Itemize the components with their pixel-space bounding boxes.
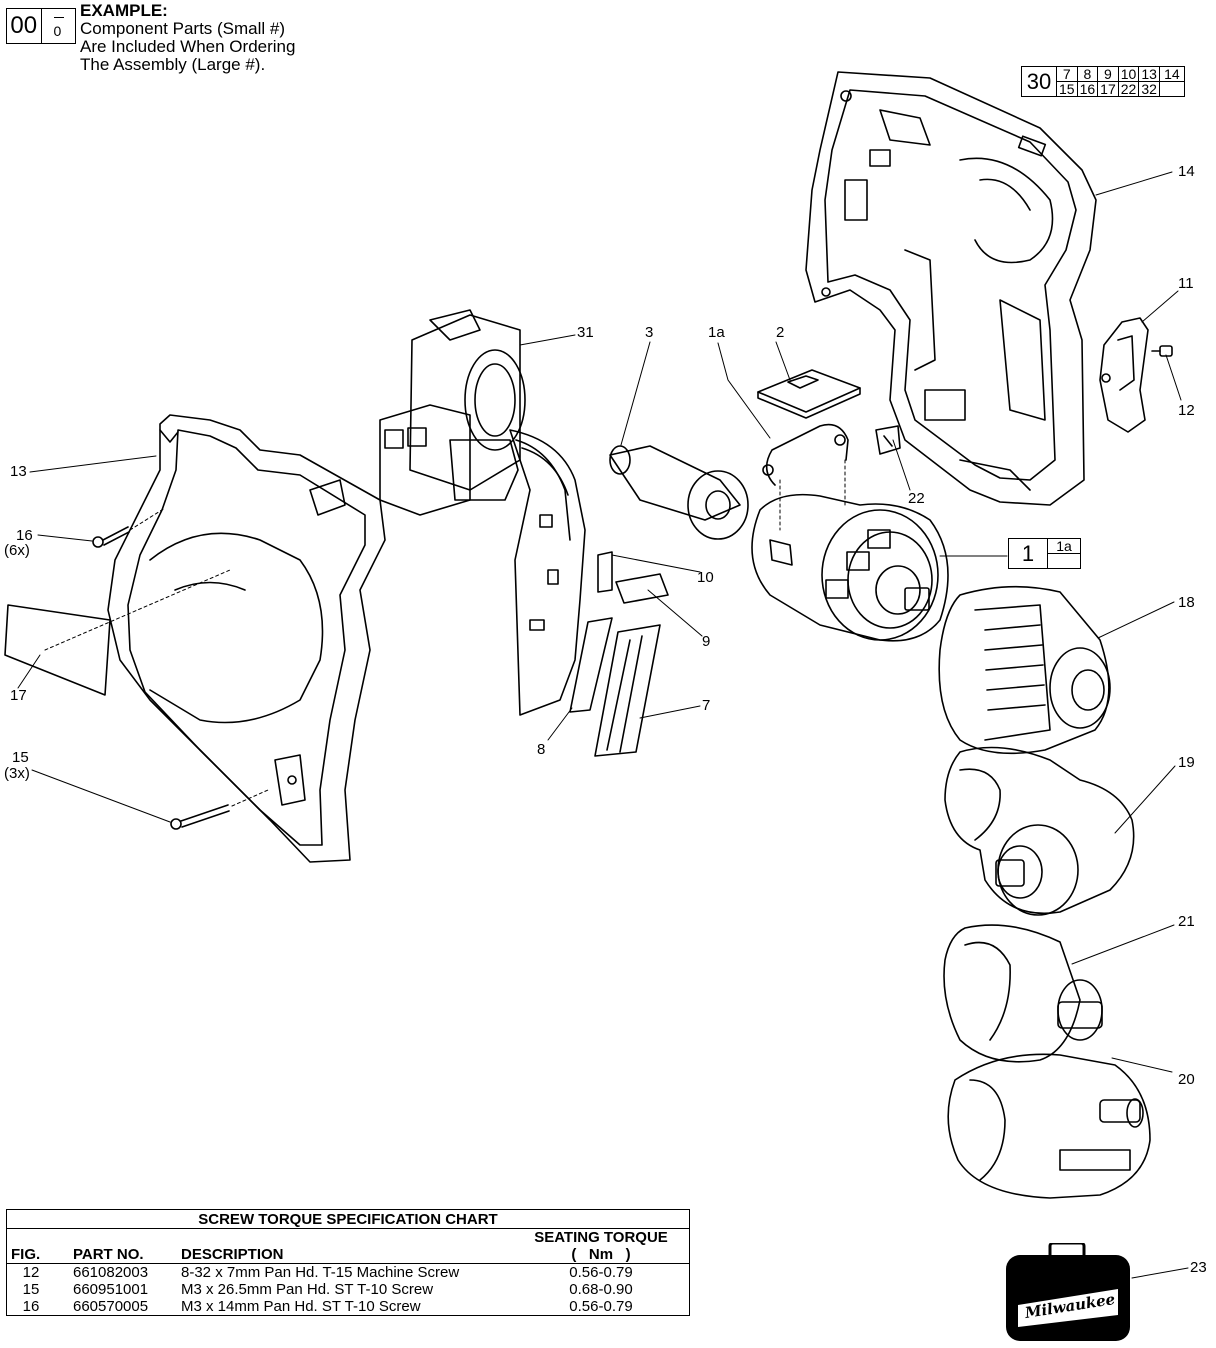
example-key-box: 00 0: [6, 8, 76, 44]
assembly-guide-lines: [44, 459, 846, 807]
part-1a-wire-clip: [762, 423, 849, 486]
example-title: EXAMPLE:: [80, 1, 168, 20]
part-20-impact-attachment: [947, 1053, 1151, 1199]
housing-half-right: [805, 71, 1097, 506]
assembly-number: 1: [1008, 538, 1048, 569]
callout-1a: 1a: [708, 324, 725, 341]
assembly-30-table: 30 7 8 9 10 13 14 15 16 17 22 32: [1021, 66, 1185, 97]
header-part-no: PART NO.: [73, 1246, 144, 1263]
callout-2: 2: [776, 324, 785, 341]
callout-20: 20: [1178, 1071, 1195, 1088]
header-fig: FIG.: [11, 1246, 41, 1263]
callout-21: 21: [1178, 913, 1195, 930]
callout-9: 9: [702, 633, 711, 650]
callout-22: 22: [908, 490, 925, 507]
table-row: 16 660570005 M3 x 14mm Pan Hd. ST T-10 S…: [7, 1298, 690, 1316]
component-cell: 1a: [1047, 538, 1081, 554]
fig-cell: 15: [22, 1281, 40, 1298]
assembly-number: 30: [1021, 66, 1057, 97]
part-31-motor-stator: [379, 309, 526, 516]
callout-15: 15: [12, 749, 29, 766]
component-cell: [1158, 81, 1185, 97]
screw-torque-chart: SCREW TORQUE SPECIFICATION CHART FIG. PA…: [6, 1209, 690, 1316]
example-component-number: 0: [42, 9, 76, 43]
callout-23: 23: [1190, 1259, 1207, 1276]
part-2-plate: [757, 369, 861, 419]
fig-cell: 12: [22, 1264, 40, 1281]
part-11-cover: [1099, 317, 1149, 433]
callout-15-quantity: (3x): [4, 765, 30, 782]
callout-3: 3: [645, 324, 654, 341]
chart-header-row: FIG. PART NO. DESCRIPTION SEATING TORQUE…: [6, 1229, 690, 1264]
callout-10: 10: [697, 569, 714, 586]
example-line: The Assembly (Large #).: [80, 55, 266, 74]
callout-18: 18: [1178, 594, 1195, 611]
leader-lines: [17, 171, 1189, 1279]
part-18-chuck: [938, 585, 1111, 755]
callout-11: 11: [1178, 275, 1194, 292]
component-cell: 14: [1158, 66, 1185, 82]
assembly-1-table: 1 1a: [1008, 538, 1081, 569]
callout-12: 12: [1178, 402, 1195, 419]
example-line: Are Included When Ordering: [80, 37, 296, 56]
part-number-cell: 660570005: [73, 1298, 149, 1315]
callout-17: 17: [10, 687, 27, 704]
table-row: 12 661082003 8-32 x 7mm Pan Hd. T-15 Mac…: [7, 1264, 690, 1281]
header-seating-torque: SEATING TORQUE ( Nm ): [534, 1229, 668, 1263]
part-8-pad: [569, 617, 613, 713]
callout-16-quantity: (6x): [4, 542, 30, 559]
component-cell: 17: [1097, 81, 1119, 97]
part-number-cell: 661082003: [73, 1264, 149, 1281]
example-assembly-number: 00: [7, 9, 42, 43]
part-15-screw: [170, 804, 230, 830]
part-pcb-board: [509, 429, 586, 716]
callout-8: 8: [537, 741, 546, 758]
part-21-attachment: [943, 924, 1103, 1063]
torque-cell: 0.68-0.90: [569, 1281, 633, 1298]
part-12-screw: [1151, 345, 1173, 357]
description-cell: M3 x 14mm Pan Hd. ST T-10 Screw: [181, 1298, 421, 1315]
housing-half-left: [107, 414, 386, 863]
part-16-screw: [92, 526, 130, 548]
description-cell: 8-32 x 7mm Pan Hd. T-15 Machine Screw: [181, 1264, 460, 1281]
part-23-carrying-case: Milwaukee: [1004, 1241, 1132, 1343]
callout-14: 14: [1178, 163, 1195, 180]
header-description: DESCRIPTION: [181, 1246, 284, 1263]
component-cell: [1047, 553, 1081, 569]
callout-19: 19: [1178, 754, 1195, 771]
table-row: 15 660951001 M3 x 26.5mm Pan Hd. ST T-10…: [7, 1281, 690, 1298]
callout-13: 13: [10, 463, 27, 480]
part-19-right-angle: [944, 746, 1135, 916]
part-3-rotor: [609, 445, 749, 540]
description-cell: M3 x 26.5mm Pan Hd. ST T-10 Screw: [181, 1281, 434, 1298]
component-cell: 15: [1056, 81, 1078, 97]
component-cell: 16: [1076, 81, 1099, 97]
callout-31: 31: [577, 324, 594, 341]
part-17-label: [4, 604, 111, 696]
part-number-cell: 660951001: [73, 1281, 149, 1298]
torque-cell: 0.56-0.79: [569, 1264, 633, 1281]
example-line: Component Parts (Small #): [80, 19, 286, 38]
fig-cell: 16: [22, 1298, 40, 1315]
chart-title: SCREW TORQUE SPECIFICATION CHART: [6, 1209, 690, 1229]
torque-cell: 0.56-0.79: [569, 1298, 633, 1315]
part-9-contact: [615, 573, 669, 604]
part-22-clip: [875, 425, 901, 455]
part-7-heatsink: [594, 624, 661, 757]
component-cell: 22: [1117, 81, 1140, 97]
callout-7: 7: [702, 697, 711, 714]
callout-16: 16: [16, 527, 33, 544]
part-1-gearbox: [751, 493, 949, 642]
part-10-switch: [597, 551, 613, 593]
example-legend: EXAMPLE: Component Parts (Small #) Are I…: [80, 2, 295, 74]
